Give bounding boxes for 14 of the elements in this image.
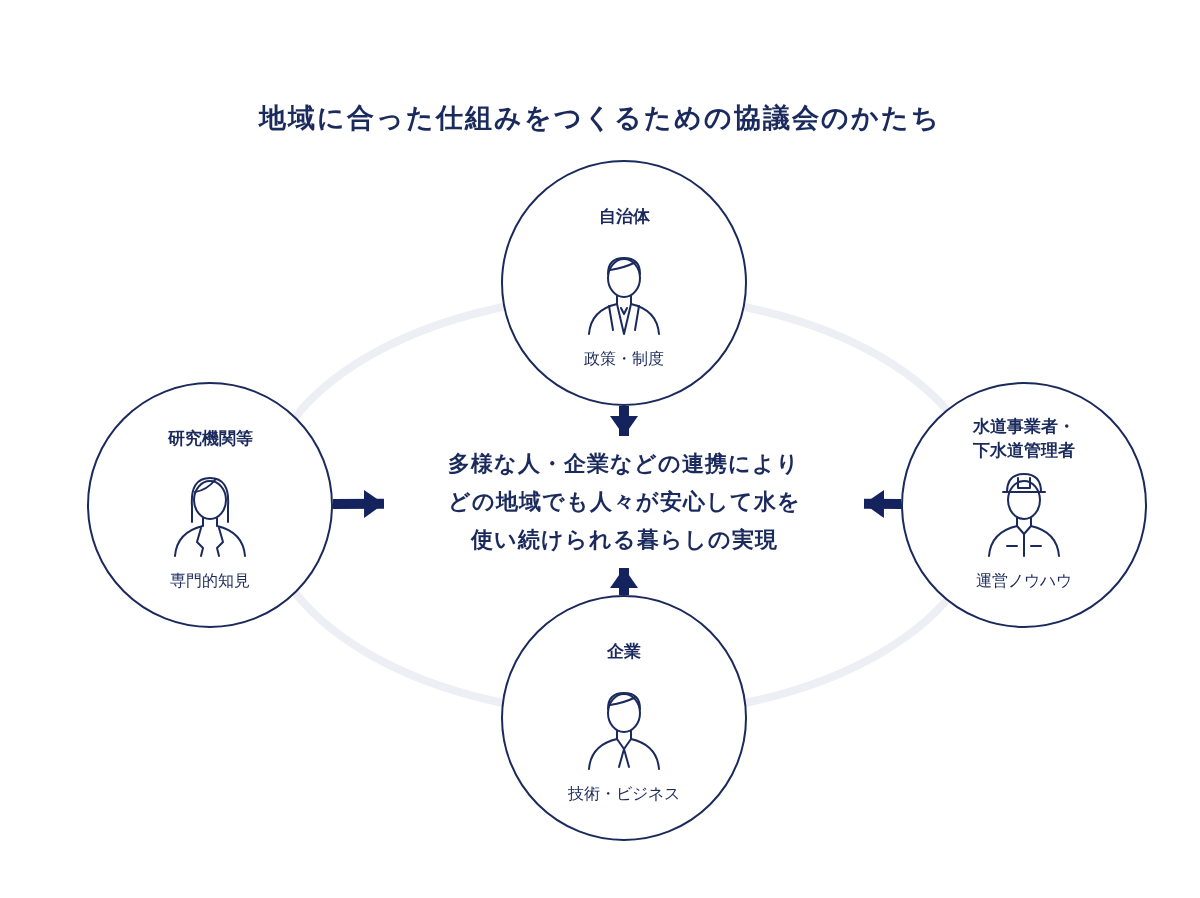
arrow [863,489,902,518]
role-heading: 水道事業者・下水道管理者 [972,415,1076,462]
role-heading: 自治体 [597,205,651,228]
arrow [610,406,638,436]
role-contribution: 運営ノウハウ [975,570,1073,592]
role-contribution: 専門的知見 [169,570,251,592]
goal-text: 多様な人・企業などの連携によりどの地域でも人々が安心して水を使い続けられる暮らしの実現 [384,436,864,568]
arrow [610,568,638,595]
role-contribution: 政策・制度 [583,348,665,370]
title: 地域に合った仕組みをつくるための協議会のかたち [257,101,942,135]
role-contribution: 技術・ビジネス [567,783,681,805]
role-heading: 研究機関等 [166,427,254,450]
arrow [332,489,385,518]
role-heading: 企業 [606,640,642,663]
